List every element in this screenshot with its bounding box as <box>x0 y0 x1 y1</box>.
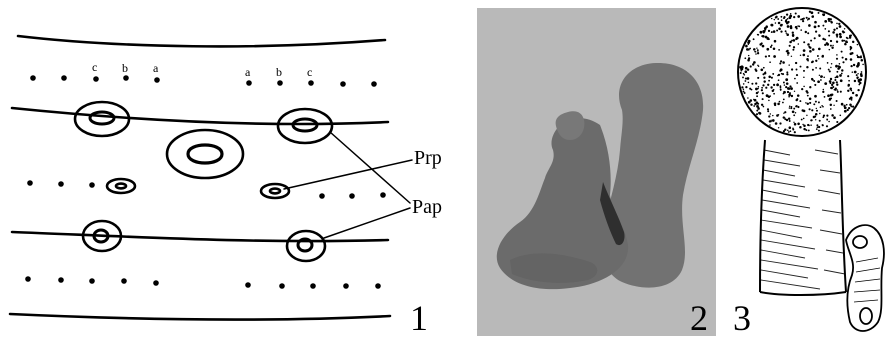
panel-1-drawing <box>10 36 412 320</box>
papilla-center <box>167 130 243 178</box>
stippled-head <box>738 8 866 136</box>
label-prp: Prp <box>414 147 442 169</box>
row-letter-right-2: b <box>276 65 282 79</box>
papilla-small-right <box>261 184 289 198</box>
row-letter-right-1: a <box>245 65 251 79</box>
segment-line-bottom <box>10 314 390 320</box>
stalk-hatching <box>761 150 845 289</box>
row-letter-left-2: b <box>122 61 128 75</box>
row-letter-left-1: c <box>92 60 97 74</box>
panel-2-photo: 2 <box>477 8 716 338</box>
panel-number-1: 1 <box>410 298 428 338</box>
papilla-lower-right <box>287 231 325 261</box>
row-letter-left-3: a <box>153 61 159 75</box>
panel-number-2: 2 <box>690 298 708 338</box>
label-pap: Pap <box>412 196 442 218</box>
papilla-upper-right <box>278 109 332 143</box>
papilla-small-left <box>107 179 135 193</box>
leader-lines <box>284 132 412 238</box>
papilla-upper-left <box>75 102 129 136</box>
segment-line-lower <box>12 232 388 241</box>
panel-number-3: 3 <box>733 298 751 338</box>
dot-rows <box>25 75 386 289</box>
side-bud <box>846 225 884 331</box>
side-bud-hatching <box>854 258 880 302</box>
segment-line-top <box>18 36 385 46</box>
row-letter-right-3: c <box>307 65 312 79</box>
panel-3-drawing: 3 <box>733 8 884 338</box>
